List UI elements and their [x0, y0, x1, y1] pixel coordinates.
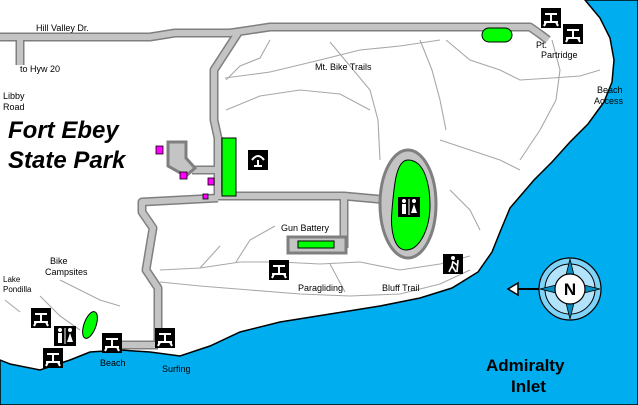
label-gun-battery: Gun Battery	[281, 223, 330, 233]
label-paragliding: Paragliding	[298, 283, 343, 293]
picnic-table-icon	[43, 348, 63, 368]
restroom-icon	[398, 197, 420, 217]
label-libby-1: Libby	[3, 91, 25, 101]
picnic-table-icon	[563, 24, 583, 44]
parking-lot	[166, 140, 198, 178]
park-title-line1: Fort Ebey	[8, 117, 120, 144]
pt-partridge-grass	[481, 27, 513, 43]
label-hill-valley: Hill Valley Dr.	[36, 23, 89, 33]
picnic-table-icon	[31, 308, 51, 328]
viewpoint-icon	[248, 150, 268, 170]
central-grass	[221, 137, 237, 197]
picnic-table-icon	[155, 328, 175, 348]
hiker-icon	[443, 254, 463, 274]
gun-battery-area	[297, 240, 335, 249]
restroom-icon	[54, 326, 76, 346]
label-bike-2: Campsites	[45, 267, 88, 277]
trails	[4, 39, 601, 331]
compass-rose-icon: N	[506, 257, 602, 321]
label-mtbike: Mt. Bike Trails	[315, 62, 372, 72]
label-pt-2: Partridge	[541, 50, 578, 60]
label-beach-access-2: Access	[594, 96, 624, 106]
label-beach: Beach	[100, 358, 126, 368]
label-lake-2: Pondilla	[3, 285, 32, 294]
beach-grass	[82, 311, 98, 339]
label-beach-access-1: Beach	[597, 85, 623, 95]
picnic-table-icon	[269, 260, 289, 280]
label-hwy: to Hyw 20	[20, 64, 60, 74]
label-admiralty-2: Inlet	[511, 377, 546, 396]
label-admiralty-1: Admiralty	[486, 356, 565, 375]
park-title-line2: State Park	[8, 147, 127, 174]
label-surfing: Surfing	[162, 364, 191, 374]
buildings	[155, 145, 215, 200]
label-lake-1: Lake	[3, 275, 21, 284]
picnic-table-icon	[541, 8, 561, 28]
label-libby-2: Road	[3, 102, 25, 112]
label-bike-1: Bike	[50, 256, 68, 266]
picnic-table-icon	[102, 333, 122, 353]
compass-north-label: N	[564, 280, 576, 299]
label-bluff-trail: Bluff Trail	[382, 283, 419, 293]
roads	[0, 22, 551, 350]
label-pt-1: Pt.	[536, 40, 547, 50]
